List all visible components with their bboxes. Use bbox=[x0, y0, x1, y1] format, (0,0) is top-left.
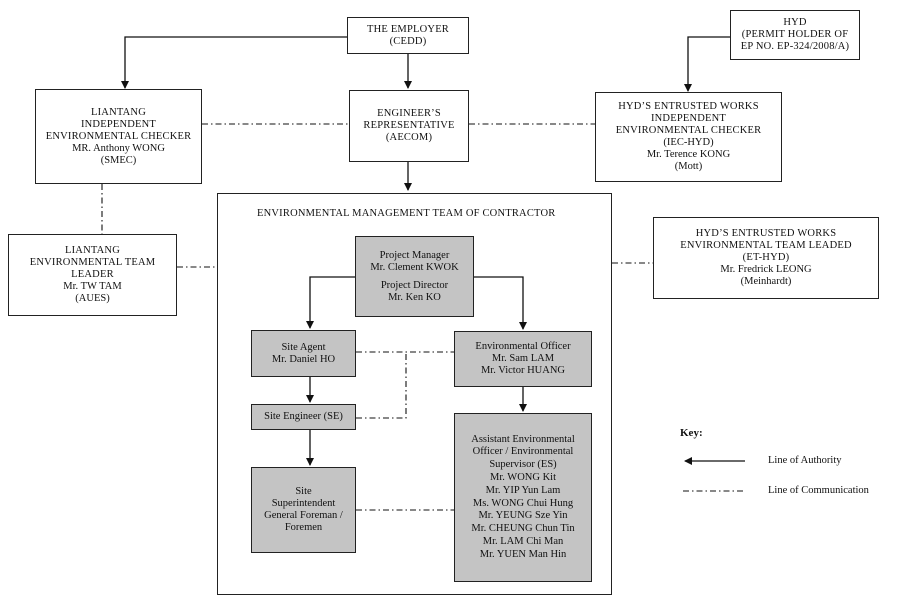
liantang-et-leader-box: LIANTANG ENVIRONMENTAL TEAM LEADER Mr. T… bbox=[8, 234, 177, 316]
site-agent-line: Mr. Daniel HO bbox=[271, 353, 336, 365]
liantang-iec-line: ENVIRONMENTAL CHECKER bbox=[45, 130, 192, 142]
liantang-iec-line: LIANTANG bbox=[91, 106, 146, 118]
environmental-officer-text: Environmental Officer Mr. Sam LAM Mr. Vi… bbox=[475, 341, 570, 377]
key-communication-label: Line of Communication bbox=[768, 485, 869, 496]
liantang-et-leader-line: LIANTANG bbox=[64, 245, 120, 256]
site-superintendent-box: Site Superintendent General Foreman / Fo… bbox=[251, 467, 356, 553]
employer-line: (CEDD) bbox=[389, 35, 427, 47]
engineer-representative-text: ENGINEER’S REPRESENTATIVE (AECOM) bbox=[363, 108, 454, 144]
site-superintendent-line: Superintendent bbox=[271, 498, 336, 509]
assistant-eo-line: Ms. WONG Chui Hung bbox=[472, 497, 574, 509]
assistant-environmental-officer-box: Assistant Environmental Officer / Enviro… bbox=[454, 413, 592, 582]
assistant-environmental-officer-text: Assistant Environmental Officer / Enviro… bbox=[471, 434, 575, 562]
employer-text: THE EMPLOYER (CEDD) bbox=[367, 24, 449, 48]
assistant-eo-line: Officer / Environmental bbox=[472, 446, 574, 458]
environmental-officer-line: Environmental Officer bbox=[475, 341, 571, 352]
site-superintendent-line: Foremen bbox=[284, 522, 323, 533]
assistant-eo-line: Mr. YIP Yun Lam bbox=[485, 484, 561, 496]
hyd-permit-holder-text: HYD (PERMIT HOLDER OF EP NO. EP-324/2008… bbox=[741, 17, 850, 53]
authority-line-pm-to-env-officer bbox=[474, 276, 527, 330]
site-agent-box: Site Agent Mr. Daniel HO bbox=[251, 330, 356, 377]
hyd-permit-holder-line: EP NO. EP-324/2008/A) bbox=[740, 41, 850, 52]
site-agent-line: Site Agent bbox=[281, 341, 326, 353]
communication-line-se-to-eo bbox=[356, 352, 407, 419]
project-manager-line: Project Manager bbox=[379, 249, 450, 261]
liantang-iec-line: MR. Anthony WONG bbox=[72, 142, 165, 154]
hyd-iec-line: HYD’S ENTRUSTED WORKS bbox=[618, 101, 759, 112]
site-superintendent-line: Site bbox=[295, 486, 312, 497]
hyd-et-leader-line: (ET-HYD) bbox=[742, 252, 790, 263]
liantang-iec-box: LIANTANG INDEPENDENT ENVIRONMENTAL CHECK… bbox=[35, 89, 202, 184]
key-authority-label: Line of Authority bbox=[768, 455, 842, 466]
engineer-representative-line: ENGINEER’S bbox=[377, 108, 441, 119]
site-engineer-box: Site Engineer (SE) bbox=[251, 404, 356, 430]
site-engineer-text: Site Engineer (SE) bbox=[264, 411, 343, 423]
liantang-iec-line: INDEPENDENT bbox=[80, 118, 157, 130]
liantang-et-leader-line: (AUES) bbox=[75, 293, 110, 304]
hyd-et-leader-line: ENVIRONMENTAL TEAM LEADED bbox=[680, 240, 852, 251]
assistant-eo-line: Supervisor (ES) bbox=[489, 459, 557, 471]
authority-line-employer-to-liantang-iec bbox=[121, 36, 347, 89]
assistant-eo-line: Mr. YUEN Man Hin bbox=[479, 548, 567, 560]
hyd-et-leader-box: HYD’S ENTRUSTED WORKS ENVIRONMENTAL TEAM… bbox=[653, 217, 879, 299]
hyd-iec-text: HYD’S ENTRUSTED WORKS INDEPENDENT ENVIRO… bbox=[616, 101, 762, 173]
liantang-iec-text: LIANTANG INDEPENDENT ENVIRONMENTAL CHECK… bbox=[46, 107, 192, 167]
hyd-et-leader-line: Mr. Fredrick LEONG bbox=[720, 264, 812, 275]
employer-box: THE EMPLOYER (CEDD) bbox=[347, 17, 469, 54]
contractor-team-title: ENVIRONMENTAL MANAGEMENT TEAM OF CONTRAC… bbox=[257, 208, 556, 219]
engineer-representative-line: REPRESENTATIVE bbox=[363, 120, 455, 131]
hyd-iec-line: Mr. Terence KONG bbox=[646, 149, 731, 160]
hyd-permit-holder-line: (PERMIT HOLDER OF bbox=[741, 29, 849, 40]
contractor-team-frame bbox=[217, 193, 612, 595]
hyd-iec-line: INDEPENDENT bbox=[650, 113, 727, 124]
liantang-et-leader-line: LEADER bbox=[71, 269, 114, 280]
project-manager-line: Mr. Clement KWOK bbox=[370, 261, 459, 273]
site-superintendent-line: General Foreman / bbox=[264, 510, 343, 521]
hyd-iec-line: (Mott) bbox=[674, 161, 703, 172]
project-director-line: Project Director bbox=[380, 279, 449, 291]
assistant-eo-line: Mr. WONG Kit bbox=[489, 471, 556, 483]
environmental-officer-line: Mr. Sam LAM bbox=[491, 353, 555, 364]
hyd-et-leader-text: HYD’S ENTRUSTED WORKS ENVIRONMENTAL TEAM… bbox=[680, 228, 852, 288]
employer-line: THE EMPLOYER bbox=[366, 23, 450, 35]
assistant-eo-line: Mr. YEUNG Sze Yin bbox=[478, 510, 568, 522]
hyd-permit-holder-line: HYD bbox=[783, 17, 807, 28]
site-superintendent-text: Site Superintendent General Foreman / Fo… bbox=[264, 486, 343, 534]
key-title: Key: bbox=[680, 427, 703, 439]
hyd-et-leader-line: (Meinhardt) bbox=[740, 276, 792, 287]
hyd-iec-line: (IEC-HYD) bbox=[663, 137, 714, 148]
project-manager-text: Project Manager Mr. Clement KWOK Project… bbox=[370, 250, 458, 304]
liantang-et-leader-line: ENVIRONMENTAL TEAM bbox=[29, 257, 156, 268]
liantang-et-leader-line: Mr. TW TAM bbox=[63, 281, 122, 292]
site-agent-text: Site Agent Mr. Daniel HO bbox=[272, 342, 335, 366]
project-manager-box: Project Manager Mr. Clement KWOK Project… bbox=[355, 236, 474, 317]
hyd-iec-box: HYD’S ENTRUSTED WORKS INDEPENDENT ENVIRO… bbox=[595, 92, 782, 182]
assistant-eo-line: Mr. LAM Chi Man bbox=[482, 535, 564, 547]
assistant-eo-line: Assistant Environmental bbox=[471, 433, 575, 445]
hyd-et-leader-line: HYD’S ENTRUSTED WORKS bbox=[695, 228, 837, 239]
site-engineer-line: Site Engineer (SE) bbox=[264, 411, 343, 422]
environmental-officer-box: Environmental Officer Mr. Sam LAM Mr. Vi… bbox=[454, 331, 592, 387]
environmental-officer-line: Mr. Victor HUANG bbox=[480, 365, 566, 376]
liantang-et-leader-text: LIANTANG ENVIRONMENTAL TEAM LEADER Mr. T… bbox=[30, 245, 156, 305]
assistant-eo-line: Mr. CHEUNG Chun Tin bbox=[471, 523, 575, 535]
hyd-iec-line: ENVIRONMENTAL CHECKER bbox=[615, 125, 762, 136]
liantang-iec-line: (SMEC) bbox=[100, 154, 137, 166]
authority-line-hyd-to-hyd-iec bbox=[684, 36, 730, 92]
engineer-representative-box: ENGINEER’S REPRESENTATIVE (AECOM) bbox=[349, 90, 469, 162]
hyd-permit-holder-box: HYD (PERMIT HOLDER OF EP NO. EP-324/2008… bbox=[730, 10, 860, 60]
project-director-line: Mr. Ken KO bbox=[388, 291, 441, 303]
authority-line-pm-to-site-agent bbox=[306, 276, 355, 329]
engineer-representative-line: (AECOM) bbox=[385, 132, 433, 143]
